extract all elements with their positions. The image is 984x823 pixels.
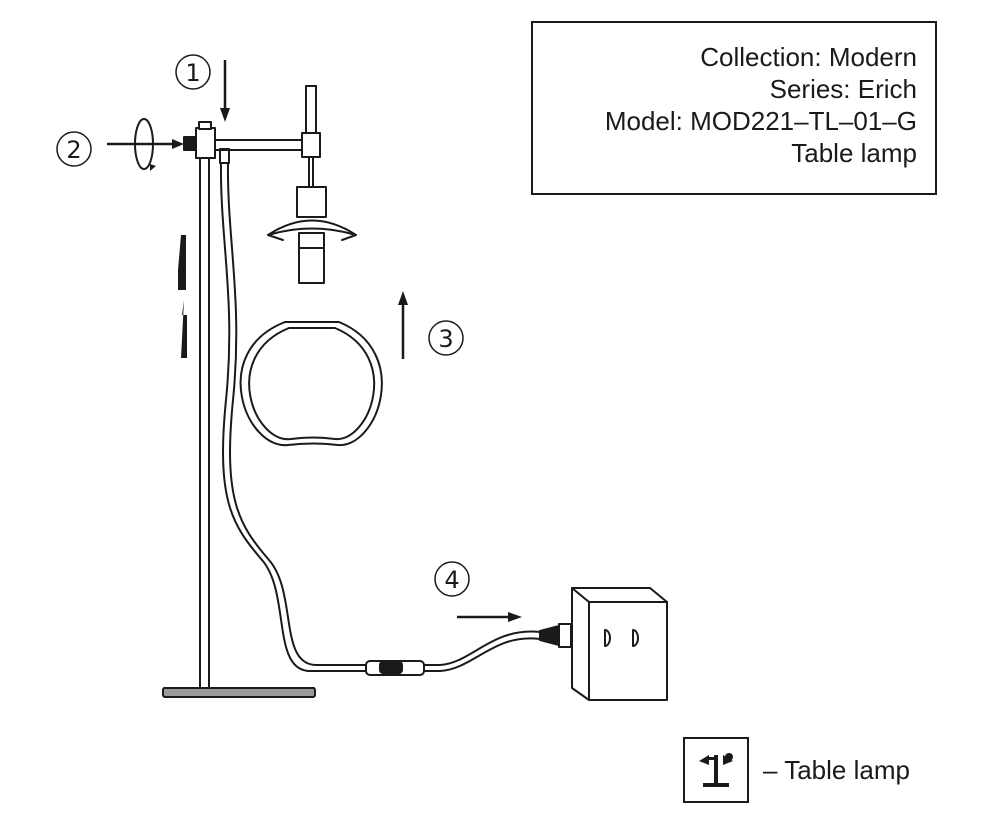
bulb-socket — [298, 232, 325, 284]
step-marker-3: 3 — [428, 320, 464, 356]
step-3-arrow — [398, 291, 408, 359]
model-label: Model: MOD221–TL–01–G — [604, 106, 917, 136]
rotate-indicator — [134, 118, 154, 170]
step-1-arrow — [220, 60, 230, 122]
arm-joint — [301, 132, 321, 158]
step-number: 3 — [438, 325, 453, 353]
collection-label: Collection: Modern — [700, 42, 917, 72]
pole-top-fitting — [195, 127, 216, 159]
step-number: 1 — [185, 59, 200, 87]
socket-housing — [296, 186, 327, 218]
lamp-body — [162, 85, 357, 698]
step-number: 2 — [66, 136, 81, 164]
legend-label: – Table lamp — [763, 754, 910, 785]
legend: – Table lamp — [683, 736, 910, 804]
power-cord — [219, 162, 541, 676]
lamp-base — [162, 687, 316, 698]
adjust-knob — [183, 136, 196, 151]
step-4-arrow — [457, 612, 522, 622]
wall-socket — [571, 587, 668, 701]
step-marker-4: 4 — [434, 561, 470, 597]
series-label: Series: Erich — [769, 74, 917, 104]
table-lamp-icon — [683, 737, 749, 803]
step-2-arrow — [107, 118, 184, 171]
step-number: 4 — [444, 566, 459, 594]
height-adjust-arrow — [178, 235, 187, 358]
product-type-label: Table lamp — [791, 138, 917, 168]
step-marker-1: 1 — [175, 54, 211, 90]
product-info-box: Collection: Modern Series: Erich Model: … — [531, 21, 937, 195]
step-marker-2: 2 — [56, 131, 92, 167]
glass-shade — [239, 321, 383, 447]
